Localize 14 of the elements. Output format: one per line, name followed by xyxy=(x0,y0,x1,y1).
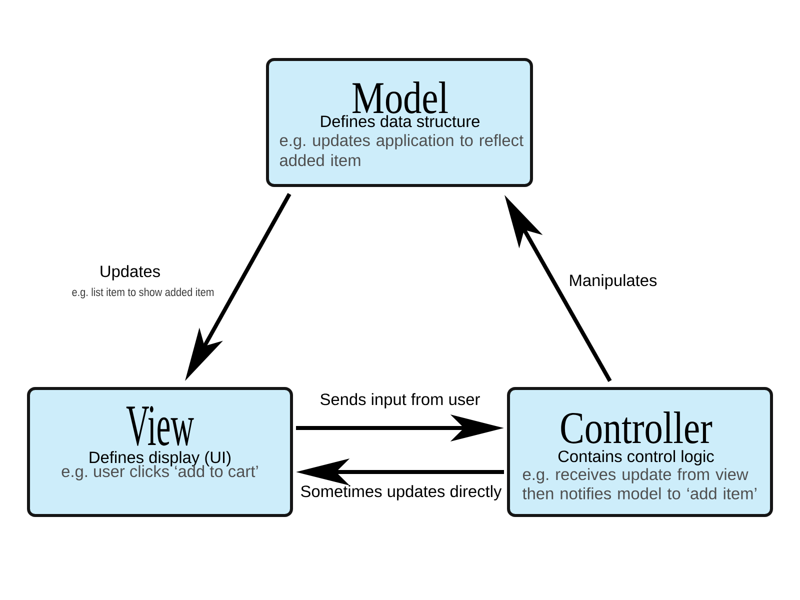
box-title: Controller xyxy=(561,412,712,444)
example-text: e.g. updates application to reflect added item xyxy=(280,134,524,166)
example-text: e.g. user clicks ‘add to cart’ xyxy=(62,465,258,480)
edge-note: e.g. list item to show added item xyxy=(72,288,214,298)
box-subtitle: Defines data structure xyxy=(321,115,480,128)
box-title: View xyxy=(126,406,194,446)
edge-label: Manipulates xyxy=(570,274,657,290)
box-title: Model xyxy=(352,82,448,114)
box-subtitle: Defines display (UI) xyxy=(90,451,230,466)
box-subtitle: Contains control logic xyxy=(558,450,714,466)
example-text: e.g. receives update from view then notifies model to ‘add item’ xyxy=(522,468,756,500)
edge-label: Updates xyxy=(100,265,160,280)
edge-label: Sends input from user xyxy=(320,393,480,408)
edge-label: Sometimes updates directly xyxy=(301,485,502,500)
